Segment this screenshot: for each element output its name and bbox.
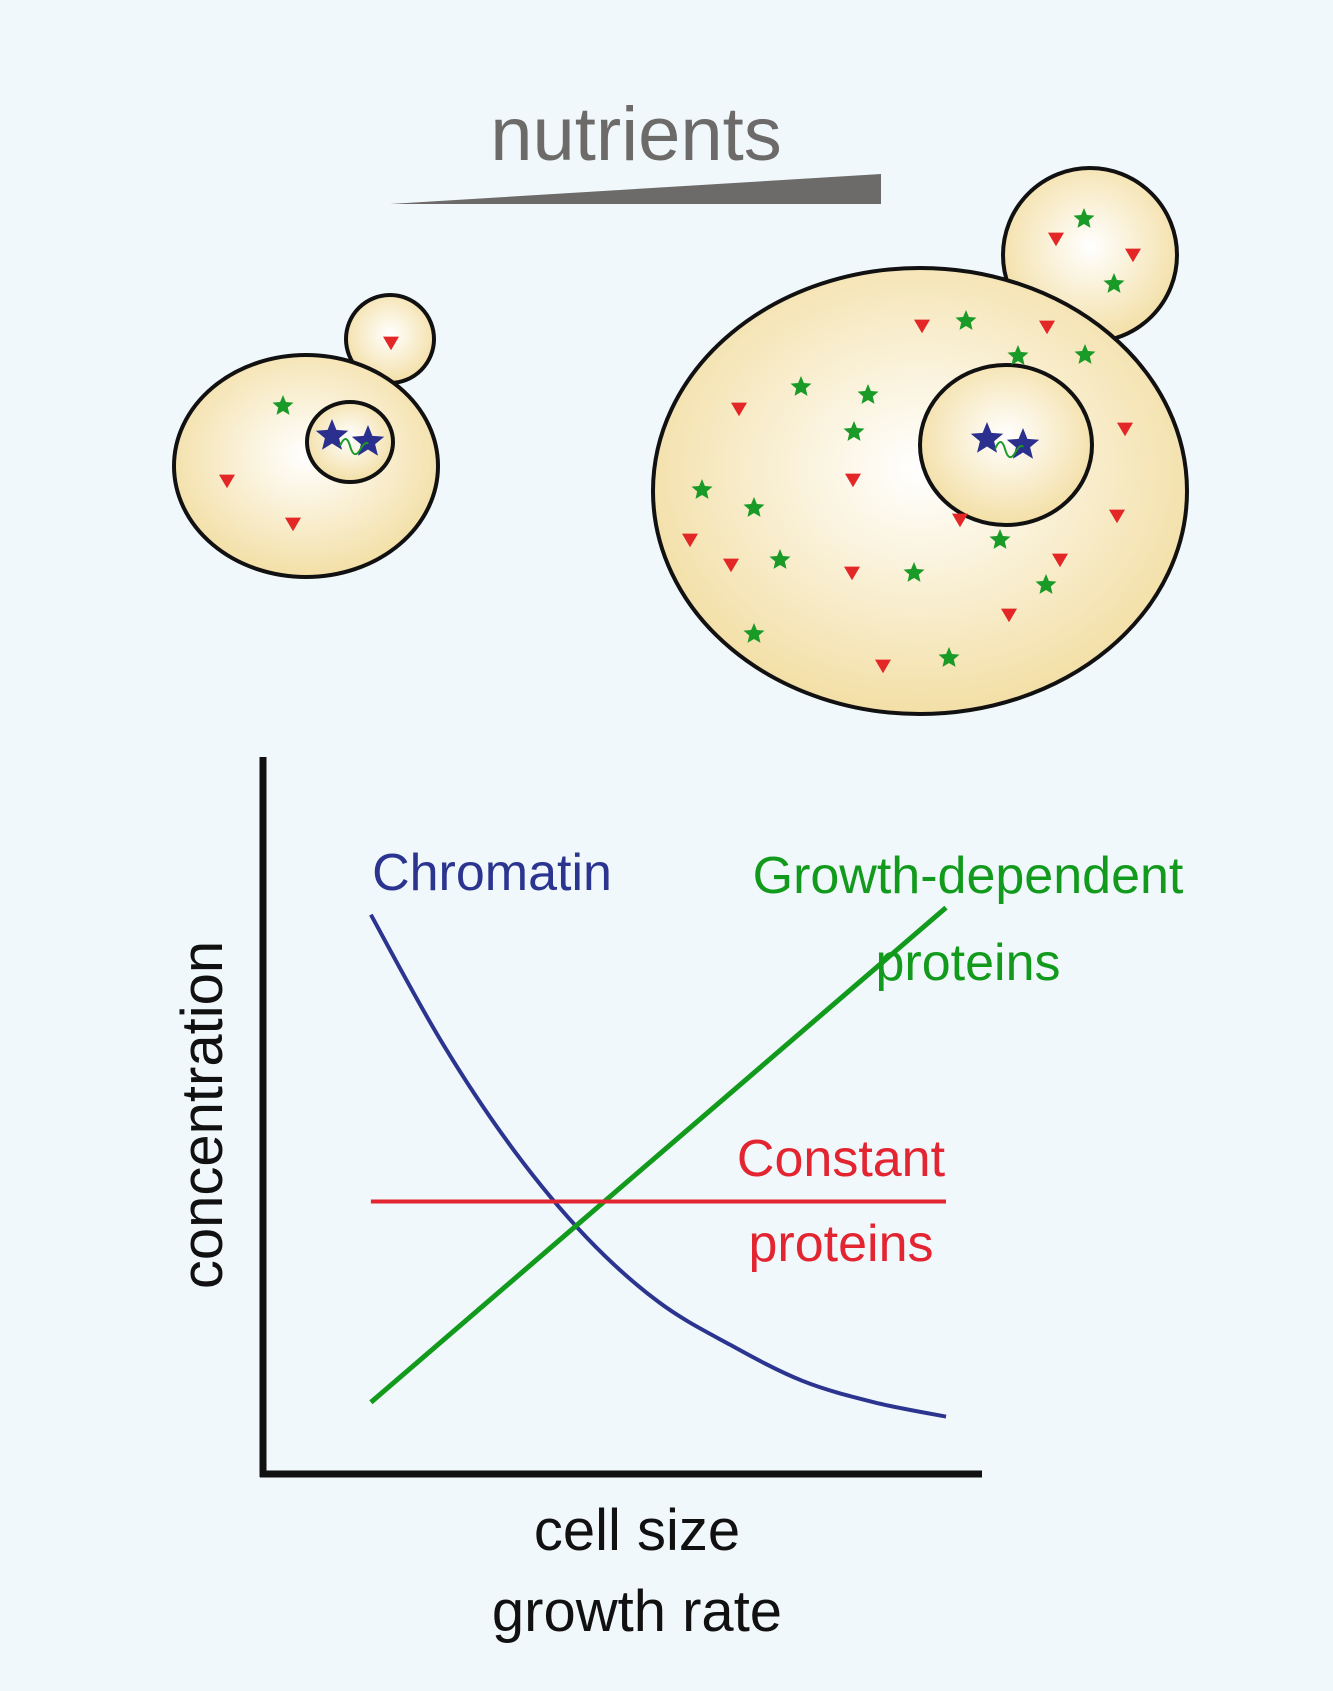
constant-protein-triangle-icon bbox=[914, 319, 930, 334]
constant-protein-triangle-icon bbox=[845, 473, 861, 488]
small-cell-markers bbox=[219, 336, 399, 532]
large-cell-nucleus bbox=[918, 363, 1094, 527]
x-axis-label-line2: growth rate bbox=[492, 1579, 782, 1644]
chromatin-star-icon bbox=[1006, 428, 1040, 459]
growth-protein-star-icon bbox=[743, 623, 765, 643]
constant-protein-triangle-icon bbox=[844, 566, 860, 581]
large-yeast-cell bbox=[651, 166, 1189, 716]
constant-protein-triangle-icon bbox=[875, 659, 891, 674]
small-cell-nucleus bbox=[305, 400, 395, 484]
chromatin-star-icon bbox=[315, 419, 349, 450]
chromatin-label: Chromatin bbox=[372, 844, 612, 902]
growth-protein-star-icon bbox=[903, 562, 925, 582]
nutrients-title: nutrients bbox=[490, 92, 782, 177]
growth-protein-star-icon bbox=[1103, 273, 1125, 293]
constant-protein-triangle-icon bbox=[1048, 232, 1064, 247]
constant-label-line2: proteins bbox=[749, 1215, 934, 1273]
constant-protein-triangle-icon bbox=[1052, 553, 1068, 568]
growth-protein-star-icon bbox=[857, 384, 879, 404]
growth-protein-star-icon bbox=[272, 395, 294, 415]
constant-protein-triangle-icon bbox=[682, 533, 698, 548]
large-cell-body bbox=[651, 266, 1189, 716]
dna-strand bbox=[339, 438, 369, 456]
small-yeast-cell bbox=[172, 293, 440, 579]
constant-protein-triangle-icon bbox=[1117, 422, 1133, 437]
small-cell-body bbox=[172, 353, 440, 579]
growth-dependent-label-line2: proteins bbox=[876, 934, 1061, 992]
growth-protein-star-icon bbox=[1035, 574, 1057, 594]
growth-dependent-label-line1: Growth-dependent bbox=[753, 847, 1184, 905]
constant-protein-triangle-icon bbox=[285, 517, 301, 532]
growth-protein-star-icon bbox=[1073, 208, 1095, 228]
constant-label-line1: Constant bbox=[737, 1130, 946, 1188]
growth-protein-star-icon bbox=[955, 310, 977, 330]
constant-protein-triangle-icon bbox=[383, 336, 399, 351]
large-cell-markers bbox=[682, 208, 1141, 674]
growth-protein-star-icon bbox=[769, 549, 791, 569]
growth-protein-star-icon bbox=[743, 497, 765, 517]
growth-protein-star-icon bbox=[843, 421, 865, 441]
chart: Chromatin Growth-dependent proteins Cons… bbox=[170, 757, 1184, 1644]
chromatin-star-icon bbox=[351, 425, 385, 456]
chromatin-curve bbox=[369, 913, 947, 1419]
constant-protein-triangle-icon bbox=[723, 558, 739, 573]
growth-protein-star-icon bbox=[691, 479, 713, 499]
constant-protein-triangle-icon bbox=[1039, 320, 1055, 335]
growth-dependent-line bbox=[369, 905, 948, 1405]
nutrient-gradient-wedge bbox=[390, 174, 881, 204]
growth-protein-star-icon bbox=[1007, 345, 1029, 365]
growth-protein-star-icon bbox=[790, 376, 812, 396]
constant-protein-triangle-icon bbox=[219, 474, 235, 489]
growth-protein-star-icon bbox=[938, 647, 960, 667]
chromatin-star-icon bbox=[970, 422, 1004, 453]
constant-protein-triangle-icon bbox=[731, 402, 747, 417]
growth-protein-star-icon bbox=[989, 529, 1011, 549]
dna-strand bbox=[994, 441, 1024, 459]
constant-protein-triangle-icon bbox=[1109, 509, 1125, 524]
y-axis-label: concentration bbox=[170, 941, 235, 1289]
constant-protein-triangle-icon bbox=[1125, 248, 1141, 263]
constant-protein-triangle-icon bbox=[952, 513, 968, 528]
growth-protein-star-icon bbox=[1074, 344, 1096, 364]
x-axis-label-line1: cell size bbox=[534, 1498, 740, 1563]
constant-protein-triangle-icon bbox=[1001, 608, 1017, 623]
